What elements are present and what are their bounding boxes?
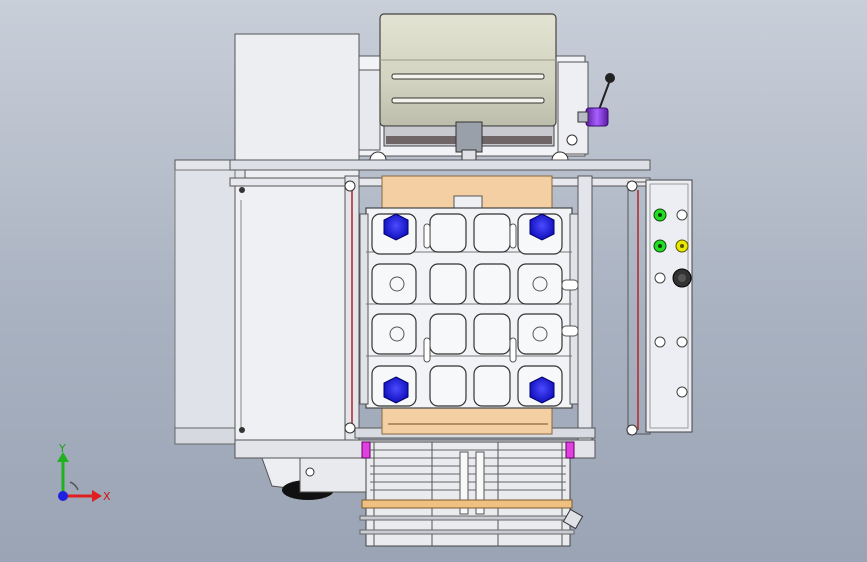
rear-roller-assembly xyxy=(351,13,589,171)
indicator-light-icon xyxy=(653,208,689,253)
lower-wood-plate xyxy=(381,405,553,435)
lever-handle[interactable] xyxy=(577,73,615,127)
front-conveyor xyxy=(359,441,584,547)
triad-x-label: X xyxy=(103,490,111,503)
panel-buttons[interactable] xyxy=(654,209,692,398)
hexagon-clamp-icon[interactable] xyxy=(383,213,555,404)
base-wheel xyxy=(261,457,367,500)
coordinate-triad-icon: Y X xyxy=(57,442,111,503)
triad-y-label: Y xyxy=(58,442,66,455)
left-cabinet xyxy=(174,33,360,445)
